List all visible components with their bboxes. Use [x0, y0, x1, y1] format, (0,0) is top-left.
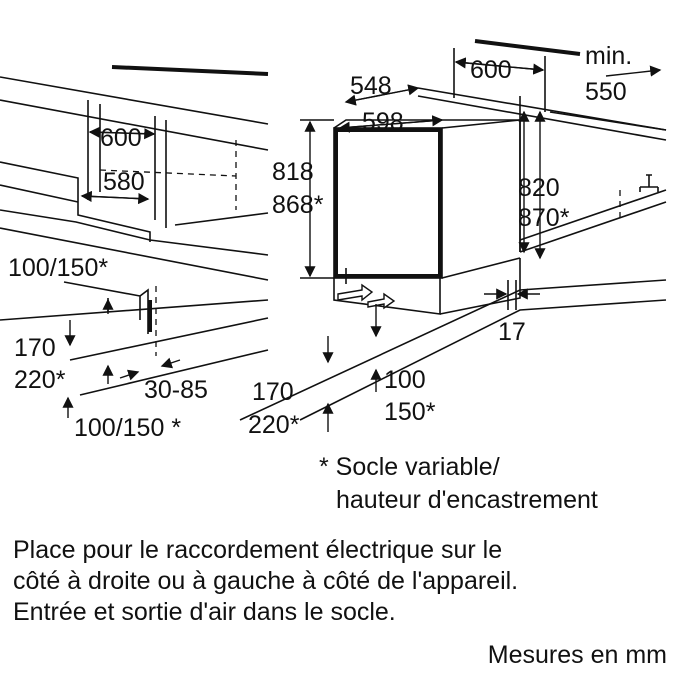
dim-min-550: 550: [585, 78, 627, 106]
dim-left-plinth-height: 100/150*: [8, 254, 108, 282]
dim-left-base-220: 220*: [14, 366, 66, 394]
footnote-line-2: hauteur d'encastrement: [336, 486, 598, 514]
dim-gap-17: 17: [498, 318, 526, 346]
dimension-labels: 600 580 100/150* 170 220* 30-85 100/150 …: [8, 42, 632, 442]
dim-height-818: 818: [272, 158, 314, 186]
dim-base-170: 170: [252, 378, 294, 406]
dim-plinth-150: 150*: [384, 398, 436, 426]
dim-min-label: min.: [585, 42, 632, 70]
description-line-1: Place pour le raccordement électrique su…: [13, 536, 503, 564]
dim-width-598: 598: [362, 108, 404, 136]
dim-left-inner-width: 580: [103, 168, 145, 196]
units-label: Mesures en mm: [487, 641, 667, 669]
niche-drawing: [0, 65, 269, 418]
dim-left-bottom-depth: 100/150 *: [74, 414, 181, 442]
dim-base-220: 220*: [248, 411, 300, 439]
dim-left-side-range: 30-85: [144, 376, 208, 404]
dim-left-base-170: 170: [14, 334, 56, 362]
description-line-3: Entrée et sortie d'air dans le socle.: [13, 598, 396, 626]
footnote-line-1: * Socle variable/: [319, 453, 500, 481]
dim-plinth-100: 100: [384, 366, 426, 394]
description-line-2: côté à droite ou à gauche à côté de l'ap…: [13, 567, 519, 595]
dim-top-600: 600: [470, 56, 512, 84]
dim-height-868: 868*: [272, 191, 324, 219]
appliance-drawing: [239, 39, 667, 432]
dim-height-820: 820: [518, 174, 560, 202]
dim-depth-548: 548: [350, 72, 392, 100]
dim-height-870: 870*: [518, 204, 570, 232]
dim-left-opening-width: 600: [100, 124, 142, 152]
